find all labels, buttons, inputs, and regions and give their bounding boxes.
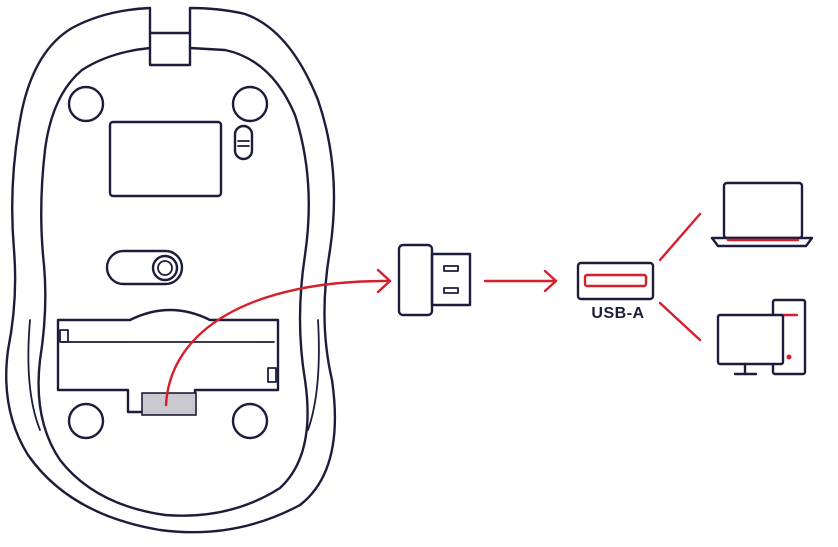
branch-line-laptop bbox=[658, 212, 702, 262]
mouse-underside bbox=[5, 6, 337, 534]
glide-foot-bottom-right bbox=[231, 402, 269, 440]
arrowhead bbox=[543, 269, 558, 293]
power-switch[interactable] bbox=[233, 124, 254, 161]
arrowhead bbox=[376, 268, 392, 294]
glide-foot-bottom-left bbox=[67, 402, 105, 440]
desktop-computer-icon bbox=[716, 298, 807, 376]
label-plate bbox=[108, 120, 223, 198]
glide-foot-top-right bbox=[231, 85, 269, 123]
branch-line-desktop bbox=[658, 301, 702, 342]
usb-receiver-icon bbox=[397, 243, 472, 317]
receiver-extraction-arrow bbox=[164, 279, 392, 407]
receiver-storage-slot bbox=[141, 392, 197, 416]
laptop-icon bbox=[710, 181, 814, 248]
usb-a-label: USB-A bbox=[591, 305, 645, 322]
optical-sensor bbox=[105, 249, 184, 286]
glide-foot-top-left bbox=[67, 85, 105, 123]
usb-a-port-icon bbox=[576, 261, 655, 301]
monitor bbox=[716, 313, 785, 366]
